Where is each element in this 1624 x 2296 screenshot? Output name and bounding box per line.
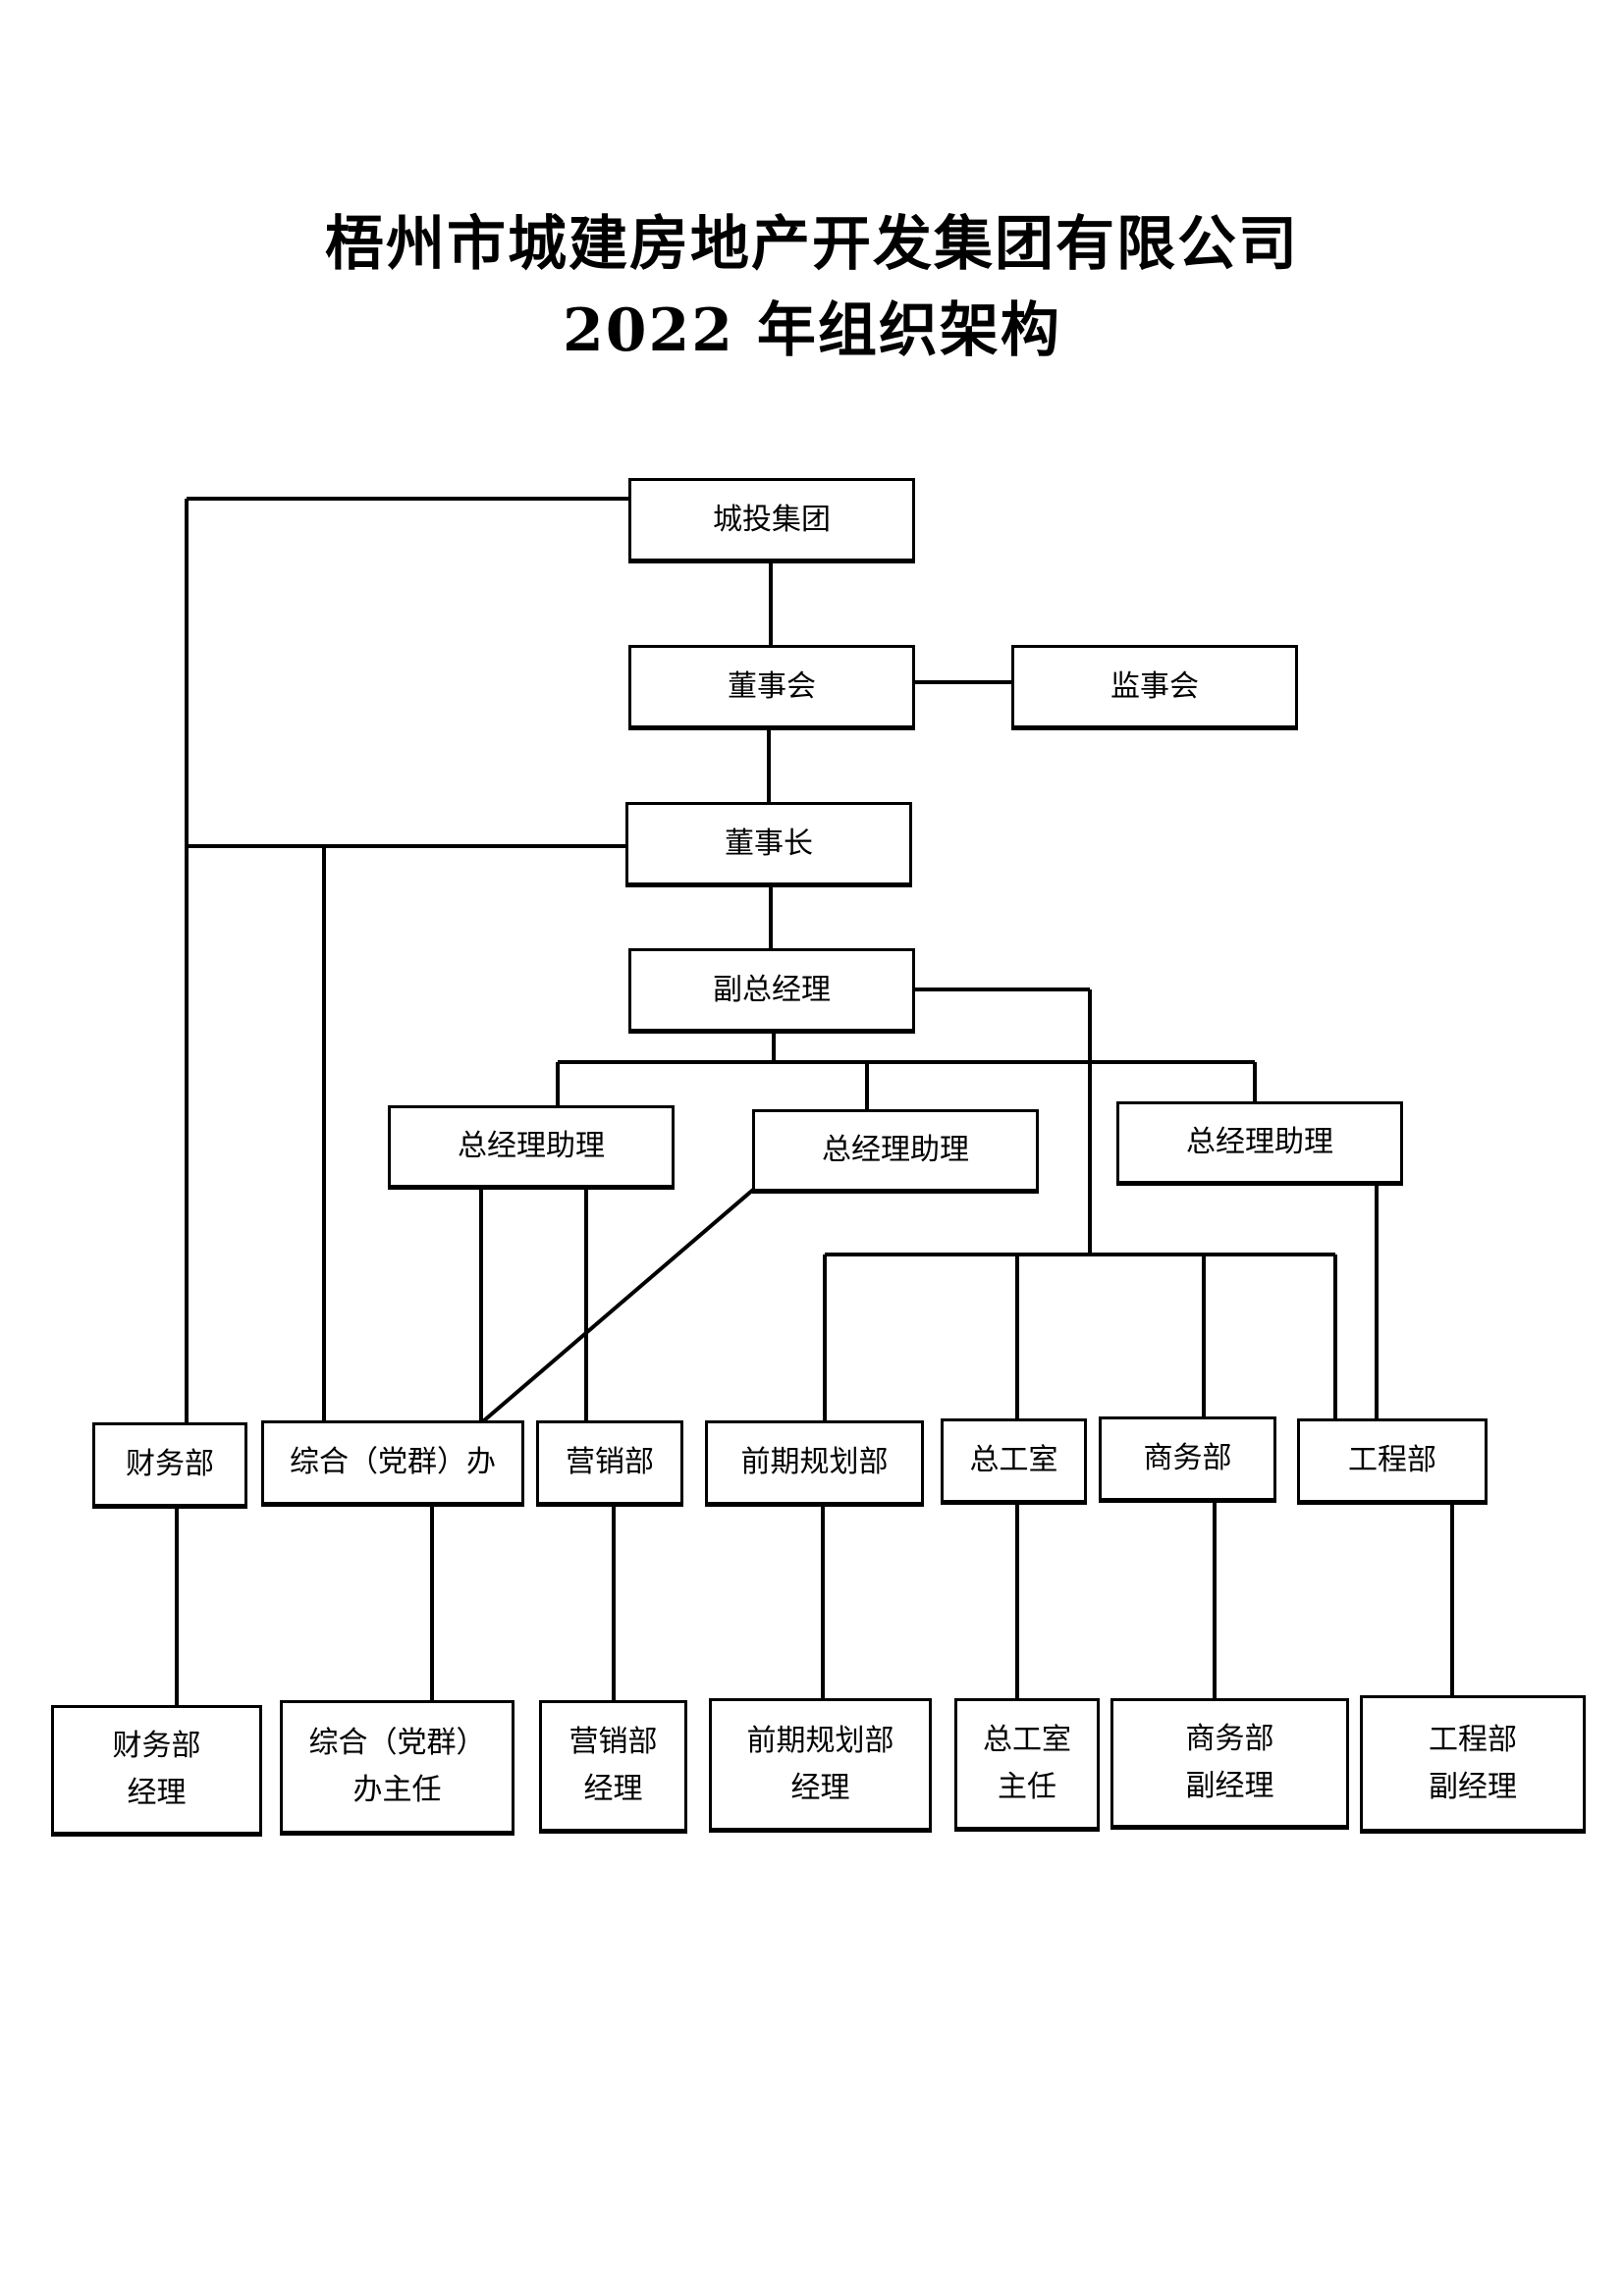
dept-finance[interactable]: 财务部 [92, 1422, 247, 1509]
document-title: 梧州市城建房地产开发集团有限公司 [325, 210, 1299, 279]
node-label: 监事会 [1110, 668, 1199, 704]
dept-chief-engineer-office[interactable]: 总工室 [941, 1418, 1087, 1505]
dept-label: 商务部 [1143, 1441, 1232, 1475]
dept-general-office[interactable]: 综合（党群）办 [261, 1420, 524, 1507]
node-chengtou-group[interactable]: 城投集团 [628, 478, 915, 563]
node-deputy-general-manager[interactable]: 副总经理 [628, 948, 915, 1034]
node-gm-assistant-1[interactable]: 总经理助理 [388, 1105, 675, 1190]
node-label: 城投集团 [713, 502, 831, 537]
head-label-line2: 经理 [790, 1770, 850, 1805]
dept-marketing[interactable]: 营销部 [536, 1420, 683, 1507]
node-board-of-supervisors[interactable]: 监事会 [1011, 645, 1298, 730]
head-planning-manager[interactable]: 前期规划部 经理 [709, 1698, 932, 1833]
head-label-line1: 综合（党群） [308, 1726, 486, 1760]
dept-label: 财务部 [126, 1447, 214, 1481]
head-label-line2: 副经理 [1185, 1769, 1274, 1803]
node-board-of-directors[interactable]: 董事会 [628, 645, 915, 730]
head-chief-engineer-director[interactable]: 总工室 主任 [954, 1698, 1100, 1832]
dept-label: 总工室 [969, 1443, 1058, 1477]
head-label-line2: 主任 [998, 1770, 1056, 1804]
head-label-line1: 工程部 [1429, 1722, 1517, 1757]
head-label-line1: 前期规划部 [746, 1723, 894, 1758]
document-subtitle: 2022 年组织架构 [563, 296, 1061, 365]
dept-label: 营销部 [566, 1445, 654, 1479]
node-gm-assistant-3[interactable]: 总经理助理 [1116, 1101, 1403, 1186]
dept-planning[interactable]: 前期规划部 [705, 1420, 924, 1507]
node-label: 总经理助理 [458, 1129, 605, 1163]
head-label-line2: 经理 [127, 1776, 187, 1810]
head-label-line1: 营销部 [568, 1725, 658, 1759]
head-label-line2: 副经理 [1429, 1769, 1517, 1804]
head-finance-manager[interactable]: 财务部 经理 [51, 1705, 262, 1837]
head-label-line2: 办主任 [352, 1773, 442, 1807]
node-chairman[interactable]: 董事长 [625, 802, 912, 887]
head-business-deputy-manager[interactable]: 商务部 副经理 [1110, 1698, 1349, 1830]
node-label: 总经理助理 [1186, 1125, 1333, 1159]
node-gm-assistant-2[interactable]: 总经理助理 [752, 1109, 1039, 1194]
dept-business[interactable]: 商务部 [1099, 1416, 1276, 1503]
head-label-line1: 财务部 [112, 1729, 201, 1763]
dept-label: 综合（党群）办 [290, 1445, 496, 1479]
node-label: 董事长 [725, 826, 813, 861]
head-engineering-deputy-manager[interactable]: 工程部 副经理 [1360, 1695, 1586, 1834]
head-marketing-manager[interactable]: 营销部 经理 [539, 1700, 687, 1834]
head-label-line1: 总工室 [983, 1723, 1071, 1757]
connector [481, 1188, 755, 1423]
head-general-office-director[interactable]: 综合（党群） 办主任 [280, 1700, 514, 1836]
node-label: 董事会 [728, 668, 816, 704]
head-label-line2: 经理 [583, 1772, 643, 1806]
node-label: 副总经理 [713, 972, 831, 1007]
head-label-line1: 商务部 [1185, 1722, 1274, 1756]
dept-label: 工程部 [1348, 1443, 1436, 1477]
dept-label: 前期规划部 [740, 1445, 889, 1479]
dept-engineering[interactable]: 工程部 [1297, 1418, 1488, 1505]
node-label: 总经理助理 [822, 1133, 969, 1167]
